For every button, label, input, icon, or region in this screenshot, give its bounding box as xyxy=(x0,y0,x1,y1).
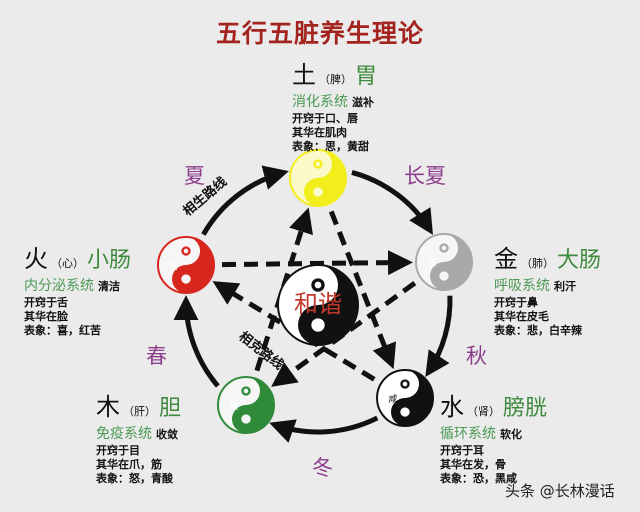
fu-organ: 大肠 xyxy=(557,248,602,273)
system-name: 呼吸系统 xyxy=(494,278,550,294)
center-yin-yang xyxy=(277,264,359,346)
generating-arrow-earth xyxy=(351,170,433,235)
system-action: 滋补 xyxy=(352,96,374,109)
system-action: 利汗 xyxy=(554,280,576,293)
taste-label: 辣 xyxy=(427,257,436,269)
system-name: 内分泌系统 xyxy=(24,278,94,294)
organ-info-fire: 火（心）小肠 内分泌系统清洁 开窍于舌其华在脸表象：喜，红苦 xyxy=(24,246,131,338)
generating-arrow-water xyxy=(269,415,379,443)
organ-detail-line: 其华在发，骨 xyxy=(440,458,506,471)
overcoming-arrow-metal-wood xyxy=(271,281,417,387)
generating-arrow-wood xyxy=(173,295,220,388)
generating-arrow-metal xyxy=(425,295,453,378)
organ-heading: 木（肝）胆 xyxy=(96,394,181,425)
organ-detail-line: 开窍于舌 xyxy=(24,296,68,309)
yin-yang-fire: 苦 xyxy=(157,236,215,294)
season-winter: 冬 xyxy=(312,456,333,480)
system-name: 免疫系统 xyxy=(96,426,152,442)
body-system: 内分泌系统清洁 xyxy=(24,277,131,296)
taste-label: 咸 xyxy=(388,393,397,405)
zang-organ: （肾） xyxy=(467,405,500,418)
organ-detail-line: 表象：怒，青酸 xyxy=(96,472,173,485)
fu-organ: 膀胱 xyxy=(503,396,548,421)
taste-label: 酸 xyxy=(229,401,238,412)
organ-detail-line: 开窍于耳 xyxy=(440,444,484,457)
organ-info-water: 水（肾）膀胱 循环系统软化 开窍于耳其华在发，骨表象：恐，黑咸 xyxy=(440,394,547,486)
organ-detail-line: 开窍于鼻 xyxy=(494,296,538,309)
taste-label: 苦 xyxy=(169,260,178,272)
organ-info-metal: 金（肺）大肠 呼吸系统利汗 开窍于鼻其华在皮毛表象：悲，白辛辣 xyxy=(494,246,601,338)
overcoming-arrow-earth-water xyxy=(328,210,397,370)
generating-arrow-fire xyxy=(201,165,289,236)
fu-organ: 胃 xyxy=(355,64,378,89)
generating-cycle-arrows xyxy=(173,165,453,443)
organ-detail-line: 其华在脸 xyxy=(24,310,68,323)
fu-organ: 胆 xyxy=(159,396,182,421)
system-action: 收敛 xyxy=(156,428,178,441)
yin-yang-metal: 辣 xyxy=(415,233,473,291)
system-name: 消化系统 xyxy=(292,94,348,110)
page-title: 五行五脏养生理论 xyxy=(215,19,424,48)
overcoming-arrow-wood-earth xyxy=(254,207,313,372)
organ-heading: 金（肺）大肠 xyxy=(494,246,601,277)
body-system: 免疫系统收敛 xyxy=(96,425,181,444)
yin-yang-wood: 酸 xyxy=(217,376,275,434)
system-action: 清洁 xyxy=(98,280,120,293)
element-nodes: 辣咸酸 苦 xyxy=(157,149,473,434)
organ-detail-line: 表象：恐，黑咸 xyxy=(440,472,517,485)
overcoming-arrow-fire-metal xyxy=(221,250,414,276)
element-name: 木 xyxy=(96,393,120,421)
yin-yang-earth xyxy=(289,149,347,207)
organ-detail-line: 开窍于口、唇 xyxy=(292,112,358,125)
fu-organ: 小肠 xyxy=(87,248,132,273)
center-yin-yang-symbol xyxy=(277,264,359,346)
zang-organ: （脾） xyxy=(319,73,352,86)
season-summer: 夏 xyxy=(184,164,205,188)
zang-organ: （肝） xyxy=(123,405,156,418)
system-name: 循环系统 xyxy=(440,426,496,442)
zang-organ: （肺） xyxy=(521,257,554,270)
organ-detail-line: 开窍于目 xyxy=(96,444,140,457)
organ-heading: 水（肾）膀胱 xyxy=(440,394,547,425)
season-spring: 春 xyxy=(146,344,167,368)
organ-detail-line: 其华在肌肉 xyxy=(292,126,347,139)
organ-detail-line: 表象：悲，白辛辣 xyxy=(494,324,582,337)
organ-info-earth: 土（脾）胃 消化系统滋补 开窍于口、唇其华在肌肉表象：思，黄甜 xyxy=(292,62,377,154)
element-name: 金 xyxy=(494,245,518,273)
zang-organ: （心） xyxy=(51,257,84,270)
organ-heading: 火（心）小肠 xyxy=(24,246,131,277)
center-label: 和谐 xyxy=(294,290,342,318)
body-system: 呼吸系统利汗 xyxy=(494,277,601,296)
organ-detail-line: 表象：喜，红苦 xyxy=(24,324,101,337)
organ-heading: 土（脾）胃 xyxy=(292,62,377,93)
body-system: 循环系统软化 xyxy=(440,425,547,444)
organ-info-wood: 木（肝）胆 免疫系统收敛 开窍于目其华在爪，筋表象：怒，青酸 xyxy=(96,394,181,486)
season-autumn: 秋 xyxy=(466,344,487,368)
organ-detail-line: 表象：思，黄甜 xyxy=(292,140,369,153)
system-action: 软化 xyxy=(500,428,522,441)
season-late-summer: 长夏 xyxy=(404,164,446,188)
body-system: 消化系统滋补 xyxy=(292,93,377,112)
organ-detail-line: 其华在皮毛 xyxy=(494,310,549,323)
organ-detail-line: 其华在爪，筋 xyxy=(96,458,162,471)
watermark: 头条 @长林漫话 xyxy=(505,482,615,500)
element-name: 土 xyxy=(292,61,316,89)
element-name: 水 xyxy=(440,393,464,421)
element-name: 火 xyxy=(24,245,48,273)
yin-yang-water: 咸 xyxy=(376,369,434,427)
